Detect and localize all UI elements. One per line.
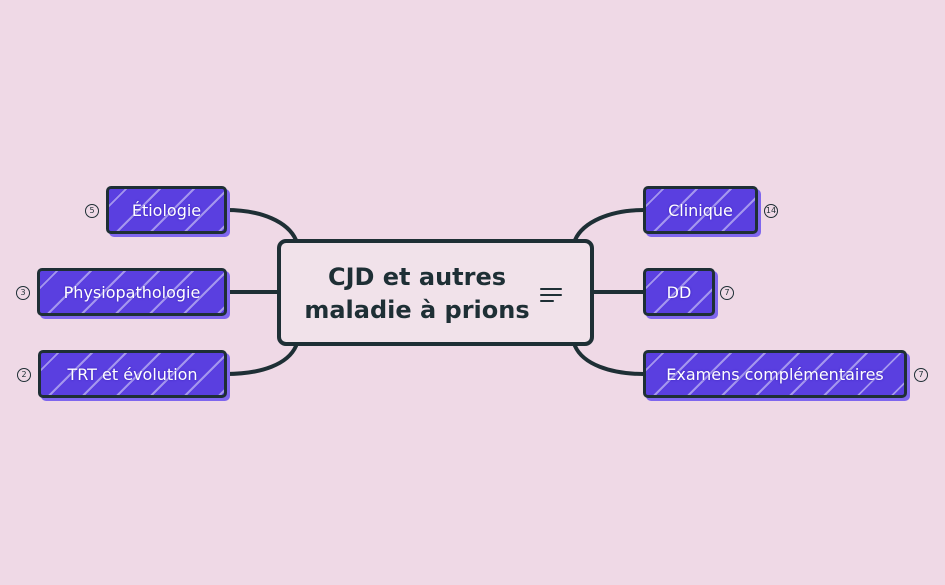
topic-clinique-label: Clinique (668, 200, 733, 220)
topic-dd-label: DD (666, 282, 692, 302)
connector-trt-evolution (224, 344, 298, 376)
topic-trt-evolution-label: TRT et évolution (67, 364, 198, 384)
topic-dd[interactable]: DD (643, 268, 715, 316)
central-topic-title: CJD et autres maladie à prions (304, 263, 530, 324)
topic-physiopathologie-label: Physiopathologie (63, 282, 201, 302)
topic-examens-complementaires-label: Examens complémentaires (666, 364, 884, 384)
connector-clinique (573, 208, 646, 242)
topic-physiopathologie-count-badge[interactable]: 3 (16, 286, 30, 300)
topic-examens-complementaires[interactable]: Examens complémentaires (643, 350, 907, 398)
central-topic[interactable]: CJD et autres maladie à prions (277, 239, 594, 346)
topic-etiologie-label: Étiologie (131, 200, 202, 220)
topic-trt-evolution[interactable]: TRT et évolution (38, 350, 227, 398)
topic-examens-complementaires-count-badge[interactable]: 7 (914, 368, 928, 382)
notes-icon[interactable] (539, 285, 563, 305)
connector-etiologie (224, 208, 298, 242)
topic-trt-evolution-count-badge[interactable]: 2 (17, 368, 31, 382)
topic-clinique[interactable]: Clinique (643, 186, 758, 234)
topic-physiopathologie[interactable]: Physiopathologie (37, 268, 227, 316)
connector-examens (573, 344, 646, 376)
topic-etiologie-count-badge[interactable]: 5 (85, 204, 99, 218)
topic-etiologie[interactable]: Étiologie (106, 186, 227, 234)
topic-clinique-count-badge[interactable]: 14 (764, 204, 778, 218)
topic-dd-count-badge[interactable]: 7 (720, 286, 734, 300)
